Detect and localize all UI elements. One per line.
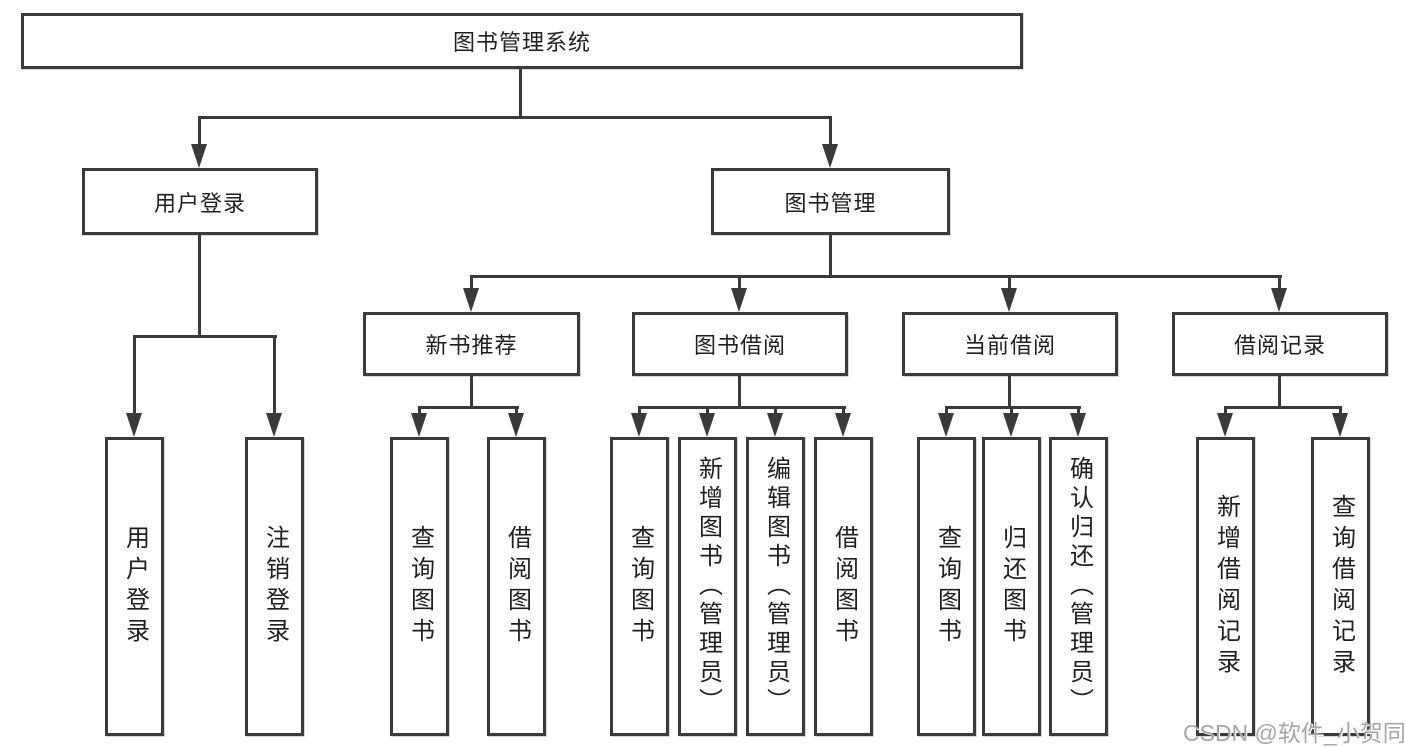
connector-recommend-vline [470, 374, 473, 409]
connector-stem [842, 406, 845, 417]
arrow-down-icon [1070, 413, 1086, 437]
connector-records-hline [1224, 406, 1342, 409]
arrow-down-icon [463, 288, 479, 312]
connector-book-mgmt-hline [470, 275, 1282, 278]
leaf-query-borrow-record: 查询借阅记录 [1311, 437, 1370, 736]
connector-records-vline [1278, 374, 1281, 409]
connector-stem [829, 116, 832, 148]
arrow-down-icon [822, 144, 838, 168]
connector-stem [515, 406, 518, 417]
leaf-borrow-books-recommend: 借阅图书 [487, 437, 546, 736]
node-label: 图书管理系统 [452, 30, 591, 55]
connector-user-login-hline [133, 335, 277, 338]
leaf-query-books-recommend: 查询图书 [390, 437, 449, 736]
node-label: 用户登录 [153, 190, 246, 216]
arrow-down-icon [938, 413, 954, 437]
watermark-text: CSDN @软件_小贺同学 [1183, 720, 1405, 746]
leaf-query-books-borrow: 查询图书 [610, 437, 669, 736]
connector-stem [738, 275, 741, 292]
arrow-down-icon [191, 144, 207, 168]
node-library-management-system: 图书管理系统 [21, 13, 1023, 69]
arrow-down-icon [1001, 288, 1017, 312]
node-label: 借阅记录 [1233, 333, 1326, 358]
node-label: 图书借阅 [693, 333, 786, 358]
leaf-label: 借阅图书 [830, 524, 858, 649]
connector-stem [1224, 406, 1227, 417]
connector-stem [273, 335, 276, 417]
node-label: 当前借阅 [963, 333, 1056, 358]
node-current-borrowing: 当前借阅 [902, 312, 1118, 376]
connector-current-vline [1008, 374, 1011, 409]
connector-stem [638, 406, 641, 417]
leaf-edit-books-admin: 编辑图书（管理员） [746, 437, 805, 736]
leaf-label: 用户登录 [121, 524, 149, 649]
leaf-label: 借阅图书 [503, 524, 531, 649]
arrow-down-icon [266, 413, 282, 437]
leaf-label: 查询图书 [406, 524, 434, 649]
leaf-confirm-return-admin: 确认归还（管理员） [1049, 437, 1108, 736]
node-new-book-recommendation: 新书推荐 [363, 312, 580, 376]
arrow-down-icon [699, 413, 715, 437]
node-label: 新书推荐 [425, 333, 518, 358]
connector-stem [945, 406, 948, 417]
leaf-user-login: 用户登录 [105, 437, 164, 736]
connector-borrowing-vline [738, 374, 741, 409]
arrow-down-icon [411, 413, 427, 437]
leaf-label: 确认归还（管理员） [1065, 456, 1093, 717]
connector-book-mgmt-vline [829, 233, 832, 278]
connector-root-hline [198, 116, 832, 119]
connector-stem [1077, 406, 1080, 417]
leaf-label: 查询图书 [933, 524, 961, 649]
arrow-down-icon [1271, 288, 1287, 312]
leaf-query-books-current: 查询图书 [917, 437, 976, 736]
arrow-down-icon [767, 413, 783, 437]
leaf-logout: 注销登录 [245, 437, 304, 736]
connector-stem [1010, 406, 1013, 417]
node-label: 图书管理 [784, 190, 877, 216]
leaf-label: 查询图书 [626, 524, 654, 649]
arrow-down-icon [731, 288, 747, 312]
leaf-return-books: 归还图书 [982, 437, 1041, 736]
connector-stem [133, 335, 136, 417]
connector-user-login-vline [198, 233, 201, 338]
leaf-label: 注销登录 [261, 524, 289, 649]
leaf-label: 归还图书 [998, 524, 1026, 649]
connector-recommend-hline [418, 406, 519, 409]
arrow-down-icon [631, 413, 647, 437]
node-book-management: 图书管理 [711, 168, 950, 235]
connector-borrowing-hline [638, 406, 846, 409]
leaf-label: 新增借阅记录 [1212, 493, 1240, 680]
connector-stem [706, 406, 709, 417]
node-book-borrowing: 图书借阅 [632, 312, 848, 376]
connector-root-vline [519, 66, 522, 119]
arrow-down-icon [1332, 413, 1348, 437]
connector-stem [774, 406, 777, 417]
connector-stem [1008, 275, 1011, 292]
leaf-label: 查询借阅记录 [1327, 493, 1355, 680]
node-user-login: 用户登录 [82, 168, 318, 235]
connector-stem [1339, 406, 1342, 417]
connector-stem [1278, 275, 1281, 292]
leaf-label: 编辑图书（管理员） [762, 456, 790, 717]
leaf-add-books-admin: 新增图书（管理员） [678, 437, 737, 736]
arrow-down-icon [1217, 413, 1233, 437]
connector-stem [418, 406, 421, 417]
connector-stem [198, 116, 201, 148]
connector-stem [470, 275, 473, 292]
arrow-down-icon [835, 413, 851, 437]
arrow-down-icon [126, 413, 142, 437]
arrow-down-icon [508, 413, 524, 437]
leaf-label: 新增图书（管理员） [694, 456, 722, 717]
node-borrowing-records: 借阅记录 [1172, 312, 1388, 376]
arrow-down-icon [1003, 413, 1019, 437]
leaf-borrow-books: 借阅图书 [814, 437, 873, 736]
leaf-add-borrow-record: 新增借阅记录 [1196, 437, 1255, 736]
connector-current-hline [945, 406, 1081, 409]
